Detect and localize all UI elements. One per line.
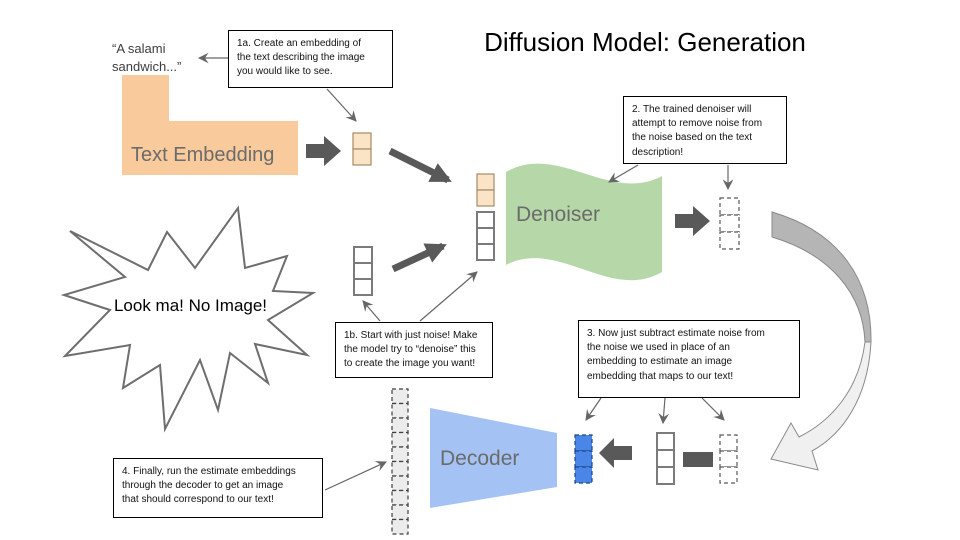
text-embedding-label: Text Embedding — [131, 144, 275, 166]
arrow-denoiser-output-right — [675, 206, 710, 236]
text-embedding-shape — [122, 75, 298, 175]
estimate-image-embedding-tall-vector-cell — [391, 489, 409, 506]
decoder-label: Decoder — [440, 447, 520, 470]
loop-arrow-lower — [770, 341, 872, 471]
denoiser-output-vector-cell — [719, 197, 740, 216]
estimate-embedding-vector-cell — [574, 434, 593, 452]
slide-title: Diffusion Model: Generation — [484, 27, 806, 57]
starburst-shape — [60, 205, 317, 433]
prompt-embedding-vector-cell — [352, 132, 372, 150]
callout-step-3: 3. Now just subtract estimate noise from… — [578, 320, 800, 398]
denoiser-shape — [506, 163, 662, 281]
connector-4-to-tall-vector — [324, 461, 387, 491]
estimate-image-embedding-tall-vector-cell — [391, 504, 409, 521]
connector-3-to-noise — [658, 397, 670, 425]
callout-step-4: 4. Finally, run the estimate embeddings … — [113, 458, 323, 518]
connector-3-to-estimate — [585, 397, 602, 421]
connector-2-to-denoiser — [608, 164, 639, 183]
conditioning-embedding-vector-cell — [476, 173, 495, 191]
starburst-label: Look ma! No Image! — [113, 296, 268, 315]
vector-layer — [352, 132, 740, 535]
noise-vector-cell — [353, 246, 373, 264]
estimate-embedding-vector-cell — [574, 466, 593, 484]
prompt-embedding-vector-cell — [352, 148, 372, 166]
callout-step-1a: 1a. Create an embedding of the text desc… — [228, 30, 393, 88]
connector-1b-to-noise — [362, 300, 381, 322]
noise-vector-cell — [353, 262, 373, 280]
estimate-noise-vector-cell — [719, 450, 738, 468]
estimate-noise-vector-cell — [719, 466, 738, 484]
estimate-image-embedding-tall-vector-cell — [391, 460, 409, 477]
estimate-image-embedding-tall-vector-cell — [391, 518, 409, 535]
arrow-noise-to-denoiser — [391, 242, 447, 273]
callout-step-1b: 1b. Start with just noise! Make the mode… — [335, 322, 493, 378]
estimate-embedding-vector-cell — [574, 450, 593, 468]
conditioning-noise-vector-cell — [476, 211, 495, 229]
callout-step-2: 2. The trained denoiser will attempt to … — [623, 96, 787, 164]
estimate-image-embedding-tall-vector-cell — [391, 475, 409, 492]
conditioning-noise-vector-cell — [476, 243, 495, 261]
decoder-shape — [430, 408, 557, 508]
used-noise-vector-cell — [656, 466, 675, 485]
estimate-image-embedding-tall-vector-cell — [391, 388, 409, 405]
denoiser-label: Denoiser — [516, 203, 601, 226]
estimate-image-embedding-tall-vector-cell — [391, 446, 409, 463]
arrow-estimate-left — [599, 438, 632, 468]
estimate-noise-vector-cell — [719, 434, 738, 452]
conditioning-embedding-vector-cell — [476, 189, 495, 207]
connector-3-to-dashed — [701, 397, 725, 421]
used-noise-vector-cell — [656, 449, 675, 468]
arrow-embedding-to-denoiser — [388, 147, 452, 184]
connector-1a-to-vector — [326, 88, 357, 122]
denoiser-output-vector-cell — [719, 231, 740, 250]
noise-vector-cell — [353, 278, 373, 296]
arrow-embedding-right — [306, 136, 341, 166]
estimate-image-embedding-tall-vector-cell — [391, 402, 409, 419]
used-noise-vector-cell — [656, 432, 675, 451]
connector-1b-to-stack — [419, 271, 478, 322]
conditioning-noise-vector-cell — [476, 227, 495, 245]
prompt-text: “A salami sandwich...” — [112, 41, 182, 74]
denoiser-output-vector-cell — [719, 214, 740, 233]
estimate-image-embedding-tall-vector-cell — [391, 431, 409, 448]
estimate-image-embedding-tall-vector-cell — [391, 417, 409, 434]
minus-bar — [683, 452, 713, 467]
